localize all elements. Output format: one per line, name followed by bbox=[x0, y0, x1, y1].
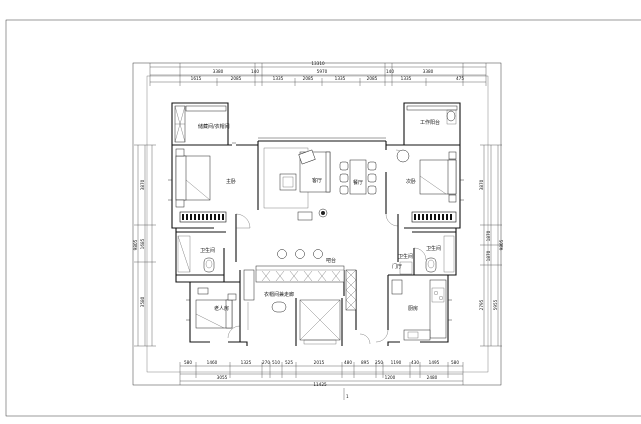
right-dim-3: 1870 bbox=[486, 250, 491, 261]
bottom-dim-1: 580 bbox=[184, 360, 192, 365]
top-sub-dim-8: 475 bbox=[456, 76, 464, 81]
bottom-dim-13: 1495 bbox=[429, 360, 440, 365]
kitchen: 厨房 bbox=[359, 279, 447, 345]
label-dining-room: 餐厅 bbox=[353, 179, 363, 186]
bottom-row2-dim-1: 3055 bbox=[217, 375, 228, 380]
third-bedroom: 老人房 bbox=[195, 287, 241, 339]
dining-room: 餐厅 bbox=[339, 149, 410, 195]
bottom-marker: 1 bbox=[346, 394, 349, 399]
label-living-room: 客厅 bbox=[312, 177, 322, 184]
second-wardrobe bbox=[411, 211, 457, 223]
drawing-frame bbox=[5, 19, 641, 417]
label-door: 门厅 bbox=[392, 263, 402, 270]
top-dim-1: 3380 bbox=[213, 69, 224, 74]
bottom-dim-14: 580 bbox=[451, 360, 459, 365]
label-second-bedroom: 次卧 bbox=[406, 178, 416, 185]
label-hallway: 衣帽间兼走廊 bbox=[264, 291, 294, 298]
bottom-dim-7: 2015 bbox=[314, 360, 325, 365]
label-master-bedroom: 主卧 bbox=[226, 178, 236, 185]
dimension-inner-box bbox=[146, 75, 489, 373]
right-dim-4: 2795 bbox=[479, 299, 484, 310]
bottom-dim-4: 270 bbox=[262, 360, 270, 365]
left-dim-3: 3580 bbox=[140, 296, 145, 307]
right-dim-1: 3870 bbox=[479, 179, 484, 190]
top-sub-dim-2: 2085 bbox=[231, 76, 242, 81]
left-dim-2: 1685 bbox=[140, 238, 145, 249]
master-wardrobe bbox=[179, 211, 227, 223]
right-overall-dim: 9805 bbox=[499, 239, 504, 250]
dimension-outer-box bbox=[132, 62, 502, 386]
left-overall-dim: 9805 bbox=[133, 239, 138, 250]
bottom-dim-8: 480 bbox=[344, 360, 352, 365]
second-bedroom: 次卧 bbox=[385, 151, 457, 227]
bottom-dim-9: 895 bbox=[361, 360, 369, 365]
label-work-balcony: 工作阳台 bbox=[420, 119, 440, 126]
top-dim-2: 140 bbox=[251, 69, 259, 74]
label-small-bath: 卫生间 bbox=[398, 253, 413, 260]
top-overall-dim: 13310 bbox=[311, 61, 325, 66]
top-dim-5: 3380 bbox=[423, 69, 434, 74]
walls bbox=[171, 102, 461, 346]
bottom-dim-6: 525 bbox=[285, 360, 293, 365]
bottom-row2-dim-3: 2480 bbox=[427, 375, 438, 380]
right-dimensions: 3870 1870 1870 2795 5955 9805 bbox=[479, 144, 504, 347]
storage-room: 储藏间/衣帽间 bbox=[174, 105, 230, 143]
top-sub-dim-1: 1615 bbox=[191, 76, 202, 81]
label-guest-bath: 卫生间 bbox=[426, 245, 441, 252]
bar-counter: 吧台 bbox=[255, 249, 345, 283]
bottom-dim-2: 1460 bbox=[207, 360, 218, 365]
master-bedroom: 主卧 bbox=[175, 148, 251, 229]
top-sub-dim-7: 1335 bbox=[401, 76, 412, 81]
top-sub-dim-5: 1335 bbox=[335, 76, 346, 81]
guest-bath: 卫生间 bbox=[413, 235, 455, 273]
label-master-bath: 卫生间 bbox=[200, 247, 215, 254]
elevator-core bbox=[299, 299, 341, 345]
right-dim-2: 1870 bbox=[486, 230, 491, 241]
label-kitchen: 厨房 bbox=[408, 305, 418, 312]
top-dim-4: 140 bbox=[386, 69, 394, 74]
bottom-dim-10: 250 bbox=[375, 360, 383, 365]
top-dimensions: 13310 3380 140 5970 140 3380 1615 2085 1… bbox=[149, 61, 487, 86]
top-sub-dim-4: 2085 bbox=[303, 76, 314, 81]
bottom-row2-dim-2: 1200 bbox=[385, 375, 396, 380]
bottom-dimensions: 580 1460 1325 270 510 525 2015 480 895 2… bbox=[179, 360, 464, 400]
label-third-bedroom: 老人房 bbox=[214, 305, 229, 312]
living-room: 客厅 bbox=[263, 147, 331, 221]
top-sub-dim-3: 1335 bbox=[273, 76, 284, 81]
bottom-dim-12: 430 bbox=[411, 360, 419, 365]
entry-door: 门厅 bbox=[392, 263, 402, 270]
work-balcony: 工作阳台 bbox=[406, 105, 458, 126]
window-marks bbox=[168, 142, 464, 321]
bottom-dim-3: 1325 bbox=[241, 360, 252, 365]
top-sub-dim-6: 2085 bbox=[367, 76, 378, 81]
hallway: 衣帽间兼走廊 bbox=[243, 269, 357, 330]
label-storage: 储藏间/衣帽间 bbox=[198, 123, 230, 130]
top-dim-3: 5970 bbox=[317, 69, 328, 74]
right-dim-5: 5955 bbox=[493, 299, 498, 310]
label-bar: 吧台 bbox=[326, 257, 336, 264]
left-dim-1: 3870 bbox=[140, 179, 145, 190]
left-dimensions: 3870 1685 3580 9805 bbox=[133, 144, 156, 347]
bottom-dim-11: 1190 bbox=[391, 360, 402, 365]
master-bath: 卫生间 bbox=[177, 235, 215, 273]
bottom-dim-5: 510 bbox=[272, 360, 280, 365]
bottom-overall-dim: 11425 bbox=[313, 382, 327, 387]
small-bath: 卫生间 bbox=[398, 253, 413, 275]
